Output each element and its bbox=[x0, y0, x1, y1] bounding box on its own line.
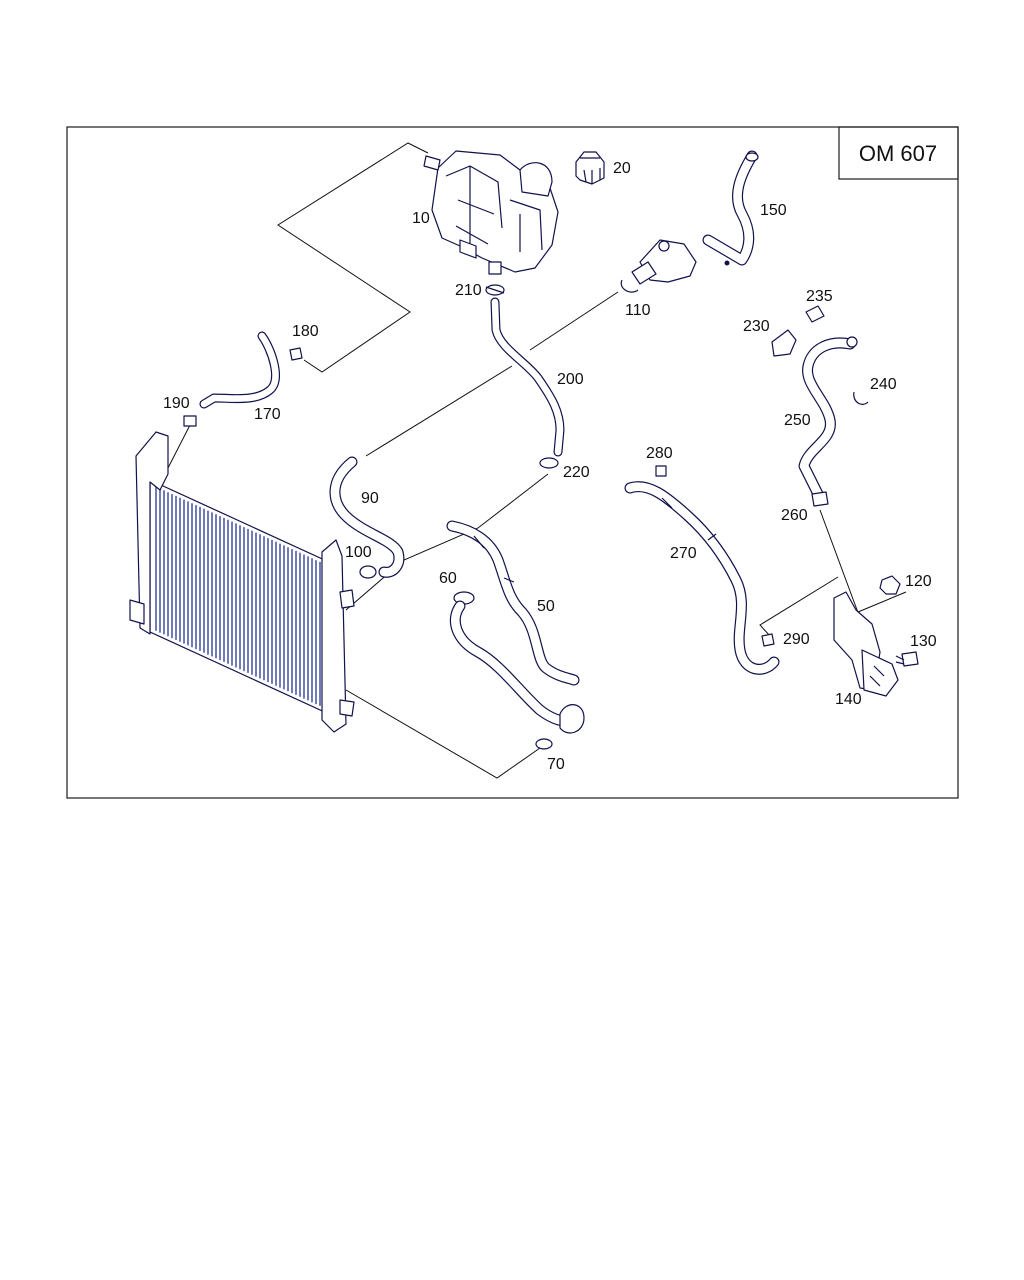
diagram-frame bbox=[66, 126, 959, 799]
callout-240: 240 bbox=[870, 376, 897, 393]
hose-270 bbox=[624, 481, 780, 675]
hose-50 bbox=[446, 520, 580, 686]
clamp-220 bbox=[539, 457, 559, 469]
clamp-290 bbox=[761, 633, 775, 647]
callout-60: 60 bbox=[439, 570, 457, 587]
callout-120: 120 bbox=[905, 573, 932, 590]
callout-270: 270 bbox=[670, 545, 697, 562]
hose-90 bbox=[329, 456, 405, 578]
hose-200 bbox=[490, 297, 565, 457]
clamp-260 bbox=[811, 491, 829, 507]
callout-250: 250 bbox=[784, 412, 811, 429]
engine-label-box: OM 607 bbox=[838, 126, 959, 180]
callout-20: 20 bbox=[613, 160, 631, 177]
callout-280: 280 bbox=[646, 445, 673, 462]
callout-labels: 10 20 150 210 110 200 180 170 190 235 23… bbox=[163, 160, 937, 773]
callout-110: 110 bbox=[625, 302, 651, 319]
callout-150: 150 bbox=[760, 202, 787, 219]
expansion-tank bbox=[423, 150, 559, 275]
leader-lines bbox=[167, 142, 907, 779]
callout-140: 140 bbox=[835, 691, 862, 708]
callout-230: 230 bbox=[743, 318, 770, 335]
hose-170 bbox=[199, 331, 280, 409]
clamp-240 bbox=[853, 391, 869, 405]
coolant-outlet-140 bbox=[833, 591, 899, 697]
clamp-280 bbox=[655, 465, 667, 477]
clamp-100 bbox=[359, 565, 377, 579]
callout-180: 180 bbox=[292, 323, 319, 340]
callout-100: 100 bbox=[345, 544, 372, 561]
screw-235 bbox=[805, 305, 825, 323]
clamp-210 bbox=[485, 284, 505, 296]
callout-260: 260 bbox=[781, 507, 808, 524]
callout-210: 210 bbox=[455, 282, 482, 299]
clamp-70 bbox=[535, 738, 553, 750]
callout-190: 190 bbox=[163, 395, 190, 412]
bracket-230 bbox=[771, 329, 797, 357]
callout-170: 170 bbox=[254, 406, 281, 423]
thermostat-housing bbox=[620, 239, 730, 293]
callout-10: 10 bbox=[412, 210, 430, 227]
callout-90: 90 bbox=[361, 490, 379, 507]
clamp-180 bbox=[289, 347, 303, 361]
bolt-130 bbox=[895, 651, 919, 667]
callout-70: 70 bbox=[547, 756, 565, 773]
hose-lower bbox=[450, 600, 585, 734]
hose-150 bbox=[702, 150, 759, 266]
radiator bbox=[129, 431, 355, 733]
clamp-190 bbox=[183, 415, 197, 427]
callout-220: 220 bbox=[563, 464, 590, 481]
nut-120 bbox=[879, 575, 901, 595]
callout-290: 290 bbox=[783, 631, 810, 648]
engine-label: OM 607 bbox=[859, 141, 937, 166]
hose-250 bbox=[798, 336, 858, 500]
callout-130: 130 bbox=[910, 633, 937, 650]
callout-50: 50 bbox=[537, 598, 555, 615]
tank-cap bbox=[575, 151, 605, 185]
callout-235: 235 bbox=[806, 288, 833, 305]
callout-200: 200 bbox=[557, 371, 584, 388]
